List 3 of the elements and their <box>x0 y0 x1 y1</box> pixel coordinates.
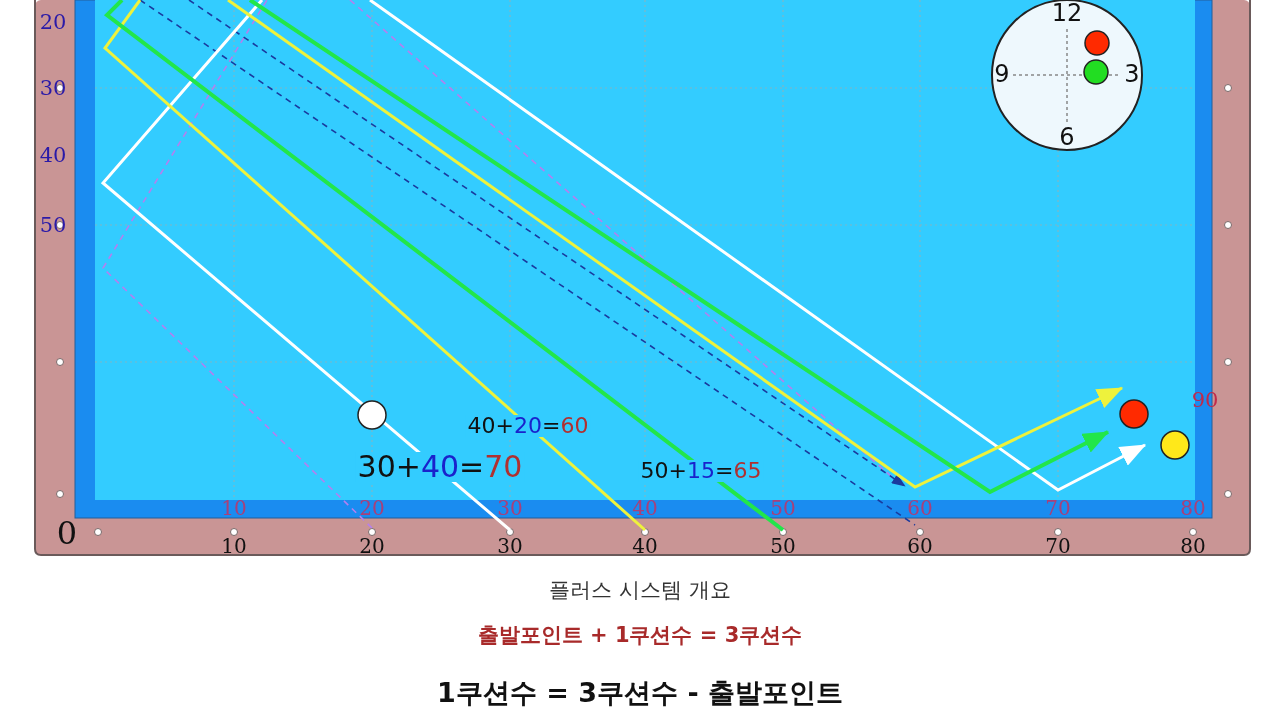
formula-text: 출발포인트 + 1쿠션수 = 3쿠션수 <box>477 624 803 646</box>
caption: 플러스 시스템 개요 <box>549 579 731 601</box>
formula-text: 1쿠션수 = 3쿠션수 - 출발포인트 <box>437 678 843 706</box>
